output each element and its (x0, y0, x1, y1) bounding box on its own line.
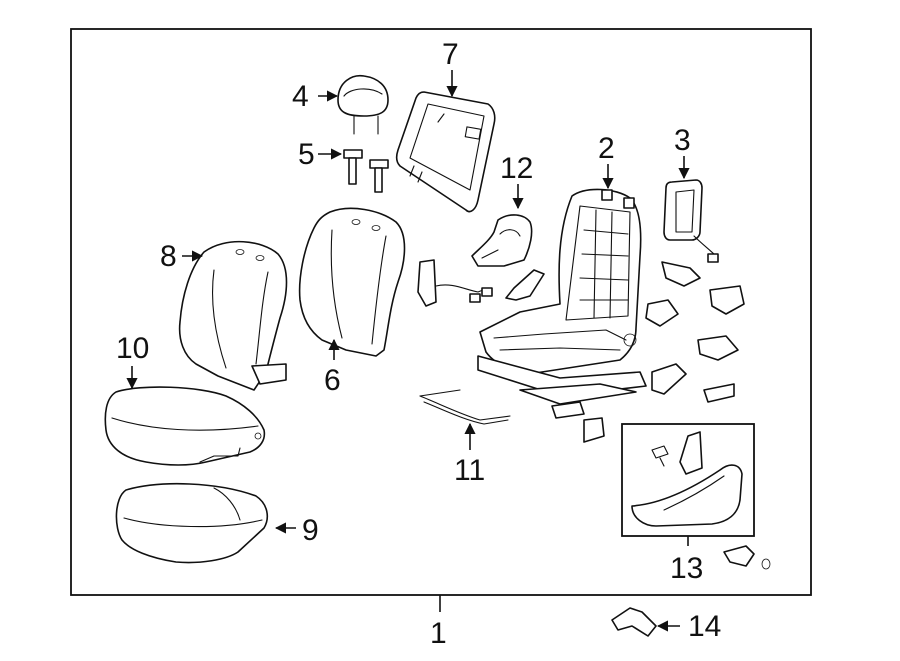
callout-4: 4 (292, 80, 309, 113)
cushion-cover-part[interactable] (104, 386, 266, 466)
callout-3: 3 (674, 124, 691, 157)
airbag-module-part[interactable] (663, 179, 719, 263)
lower-bracket-part[interactable] (611, 607, 657, 637)
callout-11: 11 (454, 454, 485, 487)
side-shield-cover-part[interactable] (631, 431, 743, 527)
callout-13: 13 (670, 552, 703, 585)
assembly-frame (70, 28, 812, 596)
back-pad-part[interactable] (178, 240, 288, 391)
callout-5: 5 (298, 138, 315, 171)
callout-6: 6 (324, 364, 341, 397)
callout-8: 8 (160, 240, 177, 273)
callout-9: 9 (302, 514, 319, 547)
seat-frame-part[interactable] (477, 188, 647, 405)
headrest-guide-part[interactable] (343, 149, 389, 193)
lumbar-wire-part[interactable] (419, 389, 511, 425)
headrest-part[interactable] (337, 74, 389, 135)
callout-1: 1 (430, 617, 447, 650)
seatback-panel-part[interactable] (395, 91, 496, 213)
cushion-pad-part[interactable] (115, 482, 269, 564)
seatback-cover-part[interactable] (298, 207, 406, 357)
callout-10: 10 (116, 332, 149, 365)
side-shield-part[interactable] (471, 214, 533, 267)
callout-2: 2 (598, 132, 615, 165)
callout-12: 12 (500, 152, 533, 185)
clip-part[interactable] (723, 545, 771, 570)
callout-14: 14 (688, 610, 721, 643)
callout-7: 7 (442, 38, 459, 71)
harness-part[interactable] (417, 259, 493, 307)
bracket-parts[interactable] (505, 261, 745, 443)
